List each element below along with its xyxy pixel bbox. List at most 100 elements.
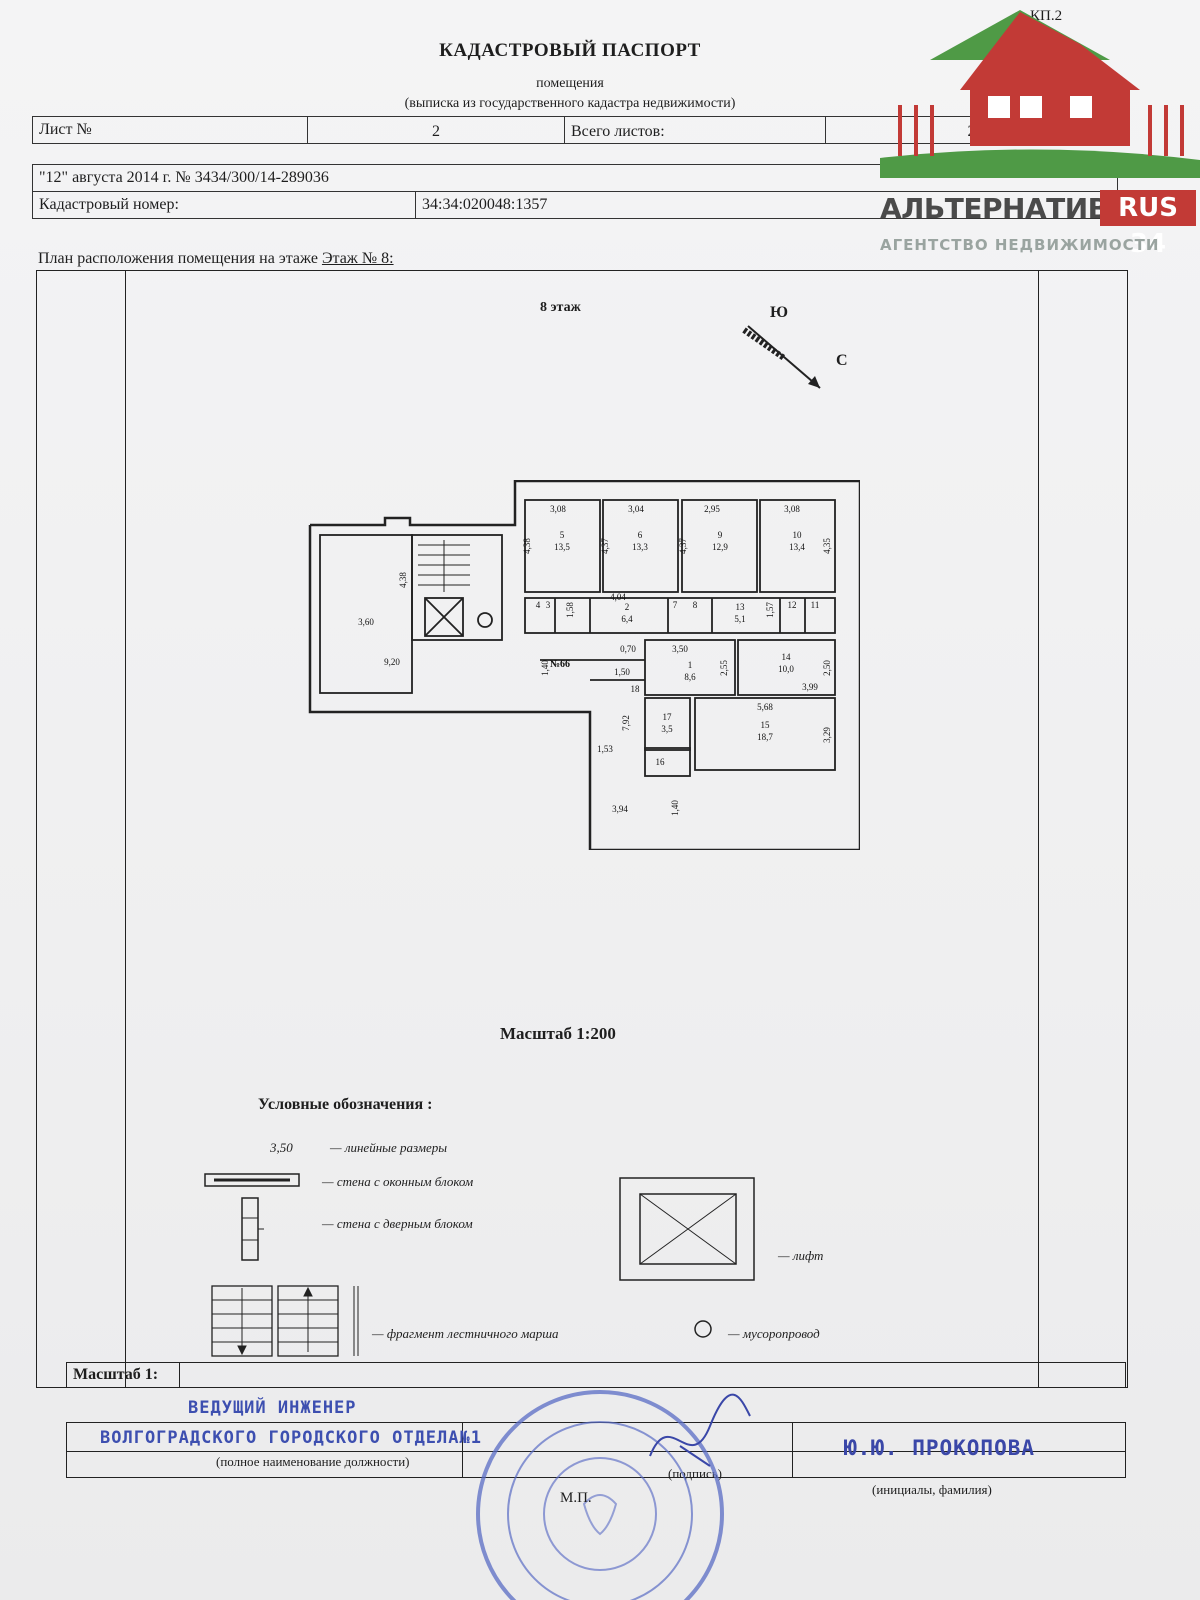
seal-mark: М.П. bbox=[560, 1490, 592, 1506]
dim-label: 4,37 bbox=[600, 538, 610, 554]
legend-dim-example: 3,50 bbox=[270, 1140, 293, 1155]
dim-label: 1,40 bbox=[540, 660, 550, 676]
signature-divider-2 bbox=[792, 1423, 793, 1477]
cadastral-number: 34:34:020048:1357 bbox=[415, 191, 1118, 219]
agency-logo-icon bbox=[880, 10, 1200, 178]
legend-lift-label: лифт bbox=[792, 1248, 824, 1263]
room-no: 14 bbox=[782, 652, 792, 662]
room-no: 5 bbox=[560, 530, 565, 540]
frame-left-margin bbox=[125, 271, 126, 1387]
door-wall-icon bbox=[241, 1197, 264, 1261]
legend-door-text: — стена с дверным блоком bbox=[322, 1216, 473, 1231]
dim-label: 3,99 bbox=[802, 682, 818, 692]
room-area: 5,1 bbox=[734, 614, 745, 624]
small-room-no: 7 bbox=[673, 600, 678, 610]
room-area: 12,9 bbox=[712, 542, 728, 552]
corner-mark: КП.2 bbox=[1030, 8, 1063, 24]
room-area: 18,7 bbox=[757, 732, 773, 742]
legend-door-label: стена с дверным блоком bbox=[336, 1216, 473, 1231]
small-room-no: 18 bbox=[631, 684, 641, 694]
small-room-no: 8 bbox=[693, 600, 698, 610]
dim-label: 3,08 bbox=[784, 504, 800, 514]
document-subtitle: помещения bbox=[536, 76, 604, 91]
official-seal-stamp bbox=[476, 1390, 724, 1600]
room-no: 1 bbox=[688, 660, 693, 670]
name-caption: (инициалы, фамилия) bbox=[872, 1482, 992, 1497]
dim-label: 2,95 bbox=[704, 504, 720, 514]
legend-title: Условные обозначения : bbox=[258, 1096, 433, 1113]
dim-label: 0,70 bbox=[620, 644, 636, 654]
plan-caption: План расположения помещения на этаже Эта… bbox=[38, 250, 394, 268]
plan-caption-prefix: План расположения помещения на этаже bbox=[38, 250, 318, 267]
logo-tagline: АГЕНТСТВО НЕДВИЖИМОСТИ bbox=[880, 236, 1160, 254]
plan-caption-floor: Этаж № 8: bbox=[321, 250, 394, 267]
room-no: 6 bbox=[638, 530, 643, 540]
legend-chute-text: — мусоропровод bbox=[728, 1326, 820, 1341]
dim-label: 9,20 bbox=[384, 657, 400, 667]
dim-label: 4,38 bbox=[522, 538, 532, 554]
compass-north-label: С bbox=[836, 352, 848, 369]
window-wall-icon bbox=[204, 1173, 300, 1187]
dim-label: 4,38 bbox=[398, 572, 408, 588]
compass-arrow-icon bbox=[742, 325, 821, 389]
dim-label: 3,29 bbox=[822, 727, 832, 743]
frame-right-margin bbox=[1038, 271, 1039, 1387]
position-stamp-line2: ВОЛГОГРАДСКОГО ГОРОДСКОГО ОТДЕЛА№1 bbox=[100, 1428, 482, 1448]
scale-row-divider bbox=[179, 1363, 180, 1387]
legend-stairs-text: — фрагмент лестничного марша bbox=[372, 1326, 559, 1341]
dim-label: 3,04 bbox=[628, 504, 644, 514]
scale-label: Масштаб 1:200 bbox=[500, 1024, 616, 1043]
total-sheets-label: Всего листов: bbox=[564, 116, 826, 144]
room-no: 9 bbox=[718, 530, 723, 540]
garbage-chute-icon bbox=[694, 1320, 712, 1338]
room-no: 13 bbox=[736, 602, 746, 612]
small-room-no: 12 bbox=[788, 600, 797, 610]
position-caption: (полное наименование должности) bbox=[216, 1454, 410, 1469]
room-area: 8,6 bbox=[684, 672, 696, 682]
compass-south-label: Ю bbox=[770, 304, 789, 321]
room-area: 10,0 bbox=[778, 664, 794, 674]
room-area: 13,3 bbox=[632, 542, 648, 552]
room-area: 13,4 bbox=[789, 542, 805, 552]
dim-label: 1,40 bbox=[670, 800, 680, 816]
dim-label: 3,08 bbox=[550, 504, 566, 514]
dim-label: 7,92 bbox=[621, 715, 631, 731]
small-room-no: 4 bbox=[536, 600, 541, 610]
dim-label: 2,55 bbox=[719, 660, 729, 676]
room-no: 17 bbox=[663, 712, 673, 722]
small-room-no: 16 bbox=[656, 757, 666, 767]
room-no: 2 bbox=[625, 602, 630, 612]
scale-row: Масштаб 1: bbox=[66, 1362, 1126, 1388]
dim-label: 1,57 bbox=[765, 602, 775, 618]
dim-label: 4,37 bbox=[678, 538, 688, 554]
small-room-no: 11 bbox=[811, 600, 820, 610]
dim-label: 1,53 bbox=[597, 744, 613, 754]
dim-label: 3,94 bbox=[612, 804, 628, 814]
legend-dims-text: — линейные размеры bbox=[330, 1140, 448, 1155]
dim-label: 1,58 bbox=[565, 602, 575, 618]
floor-title: 8 этаж bbox=[540, 300, 581, 315]
dim-label: 2,50 bbox=[822, 660, 832, 676]
cadastral-label: Кадастровый номер: bbox=[32, 191, 416, 219]
room-area: 6,4 bbox=[621, 614, 633, 624]
room-no: 10 bbox=[793, 530, 803, 540]
handwritten-signature bbox=[649, 1393, 751, 1467]
logo-name: АЛЬТЕРНАТИВА bbox=[880, 192, 1130, 225]
dim-label: 1,50 bbox=[614, 667, 630, 677]
legend-lift-text: — лифт bbox=[778, 1248, 824, 1263]
small-room-no: 3 bbox=[546, 600, 551, 610]
legend-window-label: стена с оконным блоком bbox=[336, 1174, 474, 1189]
document-title: КАДАСТРОВЫЙ ПАСПОРТ bbox=[439, 40, 701, 61]
name-stamp: Ю.Ю. ПРОКОПОВА bbox=[844, 1436, 1036, 1460]
room-area: 13,5 bbox=[554, 542, 570, 552]
stairs-icon bbox=[211, 1285, 359, 1357]
room-area: 3,5 bbox=[661, 724, 673, 734]
dim-label: 4,35 bbox=[822, 538, 832, 554]
dim-label: 3,60 bbox=[358, 617, 374, 627]
signature-divider-1 bbox=[462, 1423, 463, 1477]
legend-dims-label: линейные размеры bbox=[344, 1140, 448, 1155]
legend-chute-label: мусоропровод bbox=[742, 1326, 820, 1341]
dim-label: 5,68 bbox=[757, 702, 773, 712]
apartment-number: №66 bbox=[550, 659, 570, 670]
